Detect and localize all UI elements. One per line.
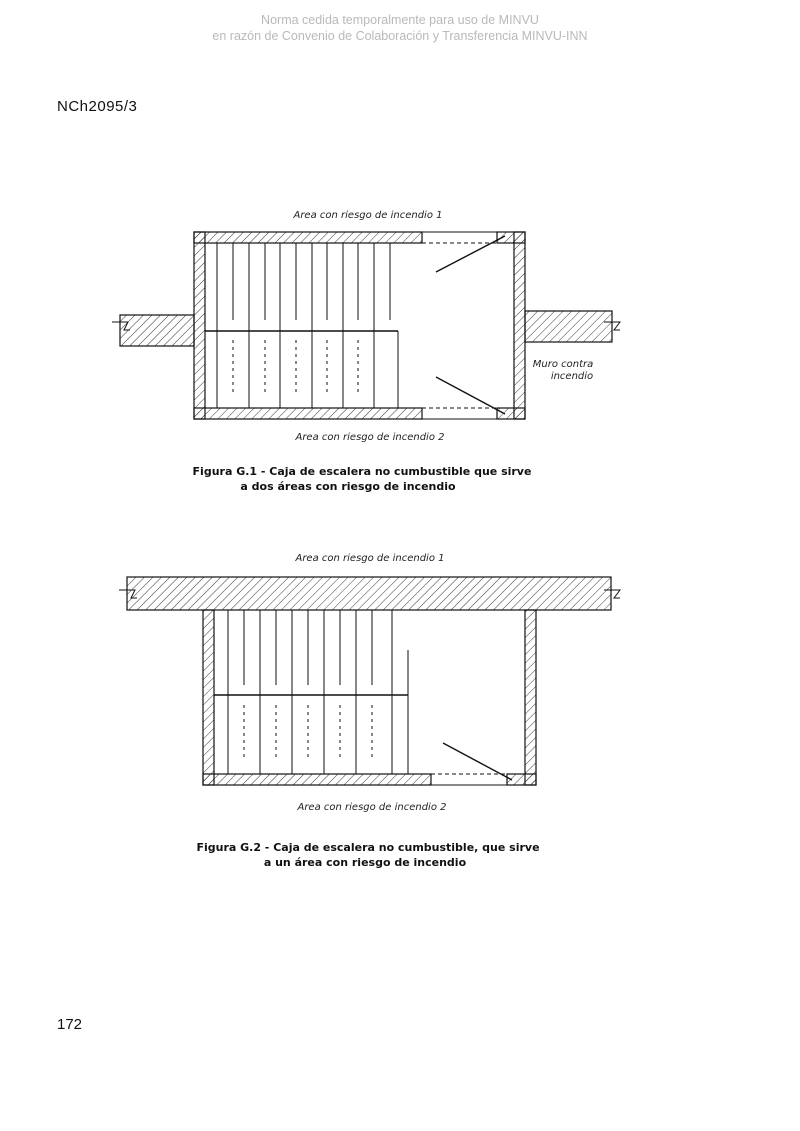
fig1-wall-label-line1: Muro contra xyxy=(533,359,594,370)
fig1-stair-treads xyxy=(205,243,399,408)
fig1-right-break-mark xyxy=(604,321,621,331)
fig2-bottom-area-label: Area con riesgo de incendio 2 xyxy=(296,802,446,813)
fig1-caption-line1: Figura G.1 - Caja de escalera no cumbust… xyxy=(193,465,532,478)
fig1-left-wall xyxy=(193,231,206,420)
fig2-left-break-mark xyxy=(119,589,137,599)
fig1-top-door xyxy=(422,231,506,273)
document-code: NCh2095/3 xyxy=(57,98,138,115)
fig2-caption-line2: a un área con riesgo de incendio xyxy=(264,856,467,869)
fig1-left-firewall xyxy=(119,314,195,347)
fig1-left-break-mark xyxy=(112,321,130,331)
fig1-bottom-area-label: Area con riesgo de incendio 2 xyxy=(294,432,444,443)
fig2-stair-treads xyxy=(214,610,409,774)
fig2-caption-line1: Figura G.2 - Caja de escalera no cumbust… xyxy=(196,841,539,854)
fig1-caption-line2: a dos áreas con riesgo de incendio xyxy=(240,480,456,493)
fig2-right-wall xyxy=(524,609,537,786)
figure-g2-diagram: Area con riesgo de incendio 1 Area con r… xyxy=(119,553,621,869)
fig1-wall-label-line2: incendio xyxy=(551,371,593,382)
fig1-bottom-door xyxy=(422,376,506,420)
fig2-right-break-mark xyxy=(604,589,621,599)
fig2-top-area-label: Area con riesgo de incendio 1 xyxy=(294,553,444,564)
watermark-line-1: Norma cedida temporalmente para uso de M… xyxy=(261,13,539,27)
fig1-right-firewall xyxy=(524,310,613,343)
fig2-top-firewall xyxy=(126,576,612,611)
fig1-right-wall xyxy=(513,231,526,420)
fig2-bottom-right-wall xyxy=(506,773,537,786)
watermark-line-2: en razón de Convenio de Colaboración y T… xyxy=(212,29,588,43)
fig2-door xyxy=(431,742,513,786)
fig2-bottom-wall xyxy=(202,773,432,786)
fig1-top-area-label: Area con riesgo de incendio 1 xyxy=(292,210,442,221)
fig1-bottom-wall xyxy=(193,407,423,420)
fig2-left-wall xyxy=(202,609,215,786)
fig1-bottom-right-wall xyxy=(496,407,526,420)
fig1-top-wall xyxy=(193,231,423,244)
figure-g1-diagram: Area con riesgo de incendio 1 xyxy=(112,210,621,493)
page-number: 172 xyxy=(57,1016,83,1033)
